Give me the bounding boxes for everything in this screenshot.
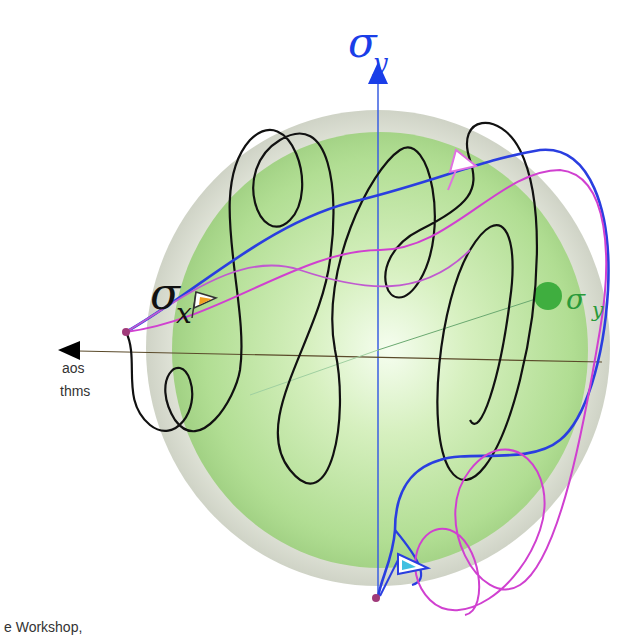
flag (194, 292, 216, 308)
z-axis (250, 350, 378, 395)
x-axis (78, 351, 602, 362)
flag (380, 560, 398, 596)
flag (199, 297, 212, 305)
axis-symbol: σ (566, 286, 585, 314)
state-dot (122, 328, 130, 336)
cropped-note: aos (62, 361, 85, 375)
axis-subscript: x (176, 300, 192, 328)
axis-subscript: y (373, 50, 388, 76)
flag (450, 150, 476, 172)
axis-subscript: y (592, 300, 603, 320)
axis-symbol: σ (348, 22, 377, 64)
flag (398, 554, 428, 574)
cropped-note: e Workshop, (4, 620, 82, 634)
y-axis (377, 82, 379, 598)
axis-symbol: σ (150, 272, 180, 316)
black-trajectory (126, 123, 537, 484)
cropped-note: thms (60, 384, 90, 398)
z-axis (378, 295, 548, 350)
magenta-trajectory (126, 170, 606, 615)
axis-dot (534, 282, 562, 310)
blue-trajectory (126, 150, 608, 598)
state-dot (372, 594, 380, 602)
axis-arrow (58, 341, 80, 360)
flag (402, 560, 416, 570)
magenta-trajectory (126, 250, 470, 332)
